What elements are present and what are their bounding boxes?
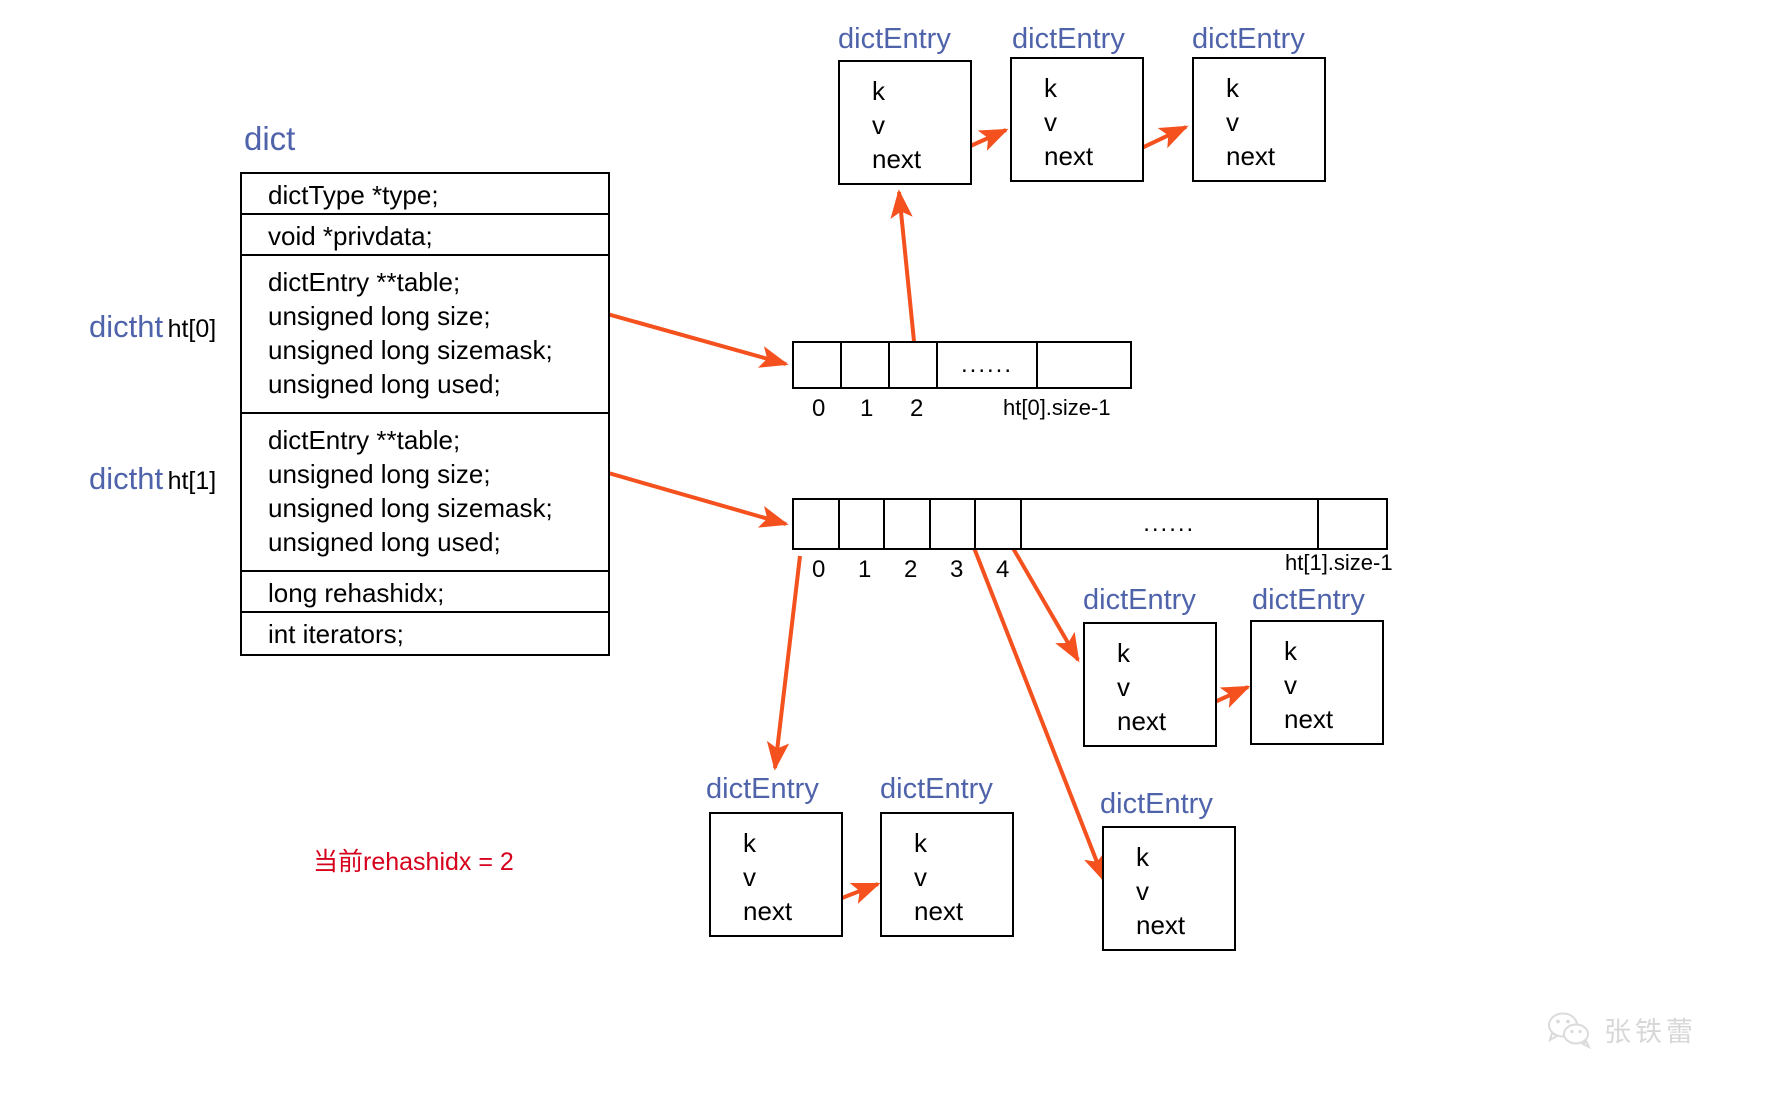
dictEntry-box-top-2: k v next xyxy=(1010,57,1144,182)
entry-field-next: next xyxy=(914,896,964,926)
dict-field-ht1: dictEntry **table; unsigned long size; u… xyxy=(242,414,608,572)
dictEntry-label-bot-2: dictEntry xyxy=(880,773,993,805)
side-label-index: ht[0] xyxy=(167,315,217,343)
entry-field-k: k xyxy=(743,828,756,858)
dictEntry-box-mid-1: k v next xyxy=(1083,622,1217,747)
entry-field-k: k xyxy=(1117,638,1130,668)
dictEntry-box-bot-3: k v next xyxy=(1102,826,1236,951)
dict-field-rehashidx: long rehashidx; xyxy=(242,572,608,613)
dict-field-ht0: dictEntry **table; unsigned long size; u… xyxy=(242,256,608,414)
field-text: unsigned long used; xyxy=(268,369,501,399)
dictEntry-label-bot-3: dictEntry xyxy=(1100,788,1213,820)
entry-field-v: v xyxy=(1136,876,1149,906)
dictEntry-box-top-3: k v next xyxy=(1192,57,1326,182)
entry-field-v: v xyxy=(872,110,885,140)
ht0-bucket-1[interactable] xyxy=(842,343,890,387)
dict-struct-box: dictType *type; void *privdata; dictEntr… xyxy=(240,172,610,656)
entry-field-k: k xyxy=(1136,842,1149,872)
entry-field-next: next xyxy=(872,144,922,174)
field-text: unsigned long used; xyxy=(268,527,501,557)
dictEntry-box-mid-2: k v next xyxy=(1250,620,1384,745)
side-label-type: dictht xyxy=(89,461,164,496)
dictEntry-label-top-1: dictEntry xyxy=(838,23,951,55)
ht0-bucket-array: ...... xyxy=(792,341,1132,389)
field-text: long rehashidx; xyxy=(268,578,445,608)
ht1-bucket-2[interactable] xyxy=(885,500,931,548)
dictEntry-label-top-2: dictEntry xyxy=(1012,23,1125,55)
field-text: int iterators; xyxy=(268,619,404,649)
field-text: unsigned long size; xyxy=(268,459,491,489)
entry-field-v: v xyxy=(1044,107,1057,137)
ht1-bucket-4[interactable] xyxy=(976,500,1022,548)
dictEntry-box-bot-1: k v next xyxy=(709,812,843,937)
dict-field-type: dictType *type; xyxy=(242,174,608,215)
entry-field-k: k xyxy=(872,76,885,106)
arrow-ht1-bucket0-to-entry xyxy=(766,555,802,771)
ht0-tick-0: 0 xyxy=(812,395,826,422)
field-text: unsigned long sizemask; xyxy=(268,493,553,523)
dictEntry-box-bot-2: k v next xyxy=(880,812,1014,937)
dict-field-privdata: void *privdata; xyxy=(242,215,608,256)
dictEntry-label-bot-1: dictEntry xyxy=(706,773,819,805)
dict-title: dict xyxy=(244,120,296,157)
rehashidx-note: 当前rehashidx = 2 xyxy=(313,848,514,876)
ht1-tick-1: 1 xyxy=(858,556,872,583)
entry-field-next: next xyxy=(1284,704,1334,734)
entry-field-next: next xyxy=(1226,141,1276,171)
entry-field-v: v xyxy=(1284,670,1297,700)
ht1-bucket-1[interactable] xyxy=(840,500,886,548)
dictEntry-label-mid-1: dictEntry xyxy=(1083,584,1196,616)
ht1-bucket-3[interactable] xyxy=(931,500,977,548)
ht0-tick-2: 2 xyxy=(910,395,924,422)
ht1-bucket-last[interactable] xyxy=(1319,500,1386,548)
entry-field-k: k xyxy=(1044,73,1057,103)
wechat-icon xyxy=(1548,1012,1592,1049)
ht1-bucket-ellipsis: ...... xyxy=(1022,500,1319,548)
dict-field-iterators: int iterators; xyxy=(242,613,608,654)
ht0-bucket-2[interactable] xyxy=(890,343,938,387)
side-label-ht1: dictht ht[1] xyxy=(89,463,216,494)
ht0-tick-1: 1 xyxy=(860,395,874,422)
watermark: 张铁蕾 xyxy=(1548,1010,1697,1049)
entry-field-next: next xyxy=(1044,141,1094,171)
field-text: unsigned long sizemask; xyxy=(268,335,553,365)
field-text: dictEntry **table; xyxy=(268,425,461,455)
ht1-tick-3: 3 xyxy=(950,556,964,583)
entry-field-next: next xyxy=(1136,910,1186,940)
dictEntry-label-top-3: dictEntry xyxy=(1192,23,1305,55)
ht1-bucket-array: ...... xyxy=(792,498,1388,550)
field-text: dictType *type; xyxy=(268,180,439,210)
entry-field-v: v xyxy=(1226,107,1239,137)
ht1-tick-4: 4 xyxy=(996,556,1010,583)
side-label-ht0: dictht ht[0] xyxy=(89,311,216,342)
ht0-bucket-0[interactable] xyxy=(794,343,842,387)
dictEntry-label-mid-2: dictEntry xyxy=(1252,584,1365,616)
ht1-bucket-0[interactable] xyxy=(794,500,840,548)
watermark-text: 张铁蕾 xyxy=(1604,1017,1697,1047)
entry-field-v: v xyxy=(1117,672,1130,702)
field-text: dictEntry **table; xyxy=(268,267,461,297)
ht0-bucket-ellipsis: ...... xyxy=(938,343,1038,387)
ht0-size-label: ht[0].size-1 xyxy=(1003,395,1111,420)
entry-field-k: k xyxy=(1284,636,1297,666)
entry-field-k: k xyxy=(914,828,927,858)
entry-field-v: v xyxy=(914,862,927,892)
entry-field-next: next xyxy=(1117,706,1167,736)
ht0-bucket-last[interactable] xyxy=(1038,343,1086,387)
ht1-tick-0: 0 xyxy=(812,556,826,583)
field-text: unsigned long size; xyxy=(268,301,491,331)
entry-field-next: next xyxy=(743,896,793,926)
entry-field-k: k xyxy=(1226,73,1239,103)
field-text: void *privdata; xyxy=(268,221,433,251)
dictEntry-box-top-1: k v next xyxy=(838,60,972,185)
side-label-index: ht[1] xyxy=(167,467,217,495)
ht1-tick-2: 2 xyxy=(904,556,918,583)
entry-field-v: v xyxy=(743,862,756,892)
side-label-type: dictht xyxy=(89,309,164,344)
ht1-size-label: ht[1].size-1 xyxy=(1285,550,1393,575)
